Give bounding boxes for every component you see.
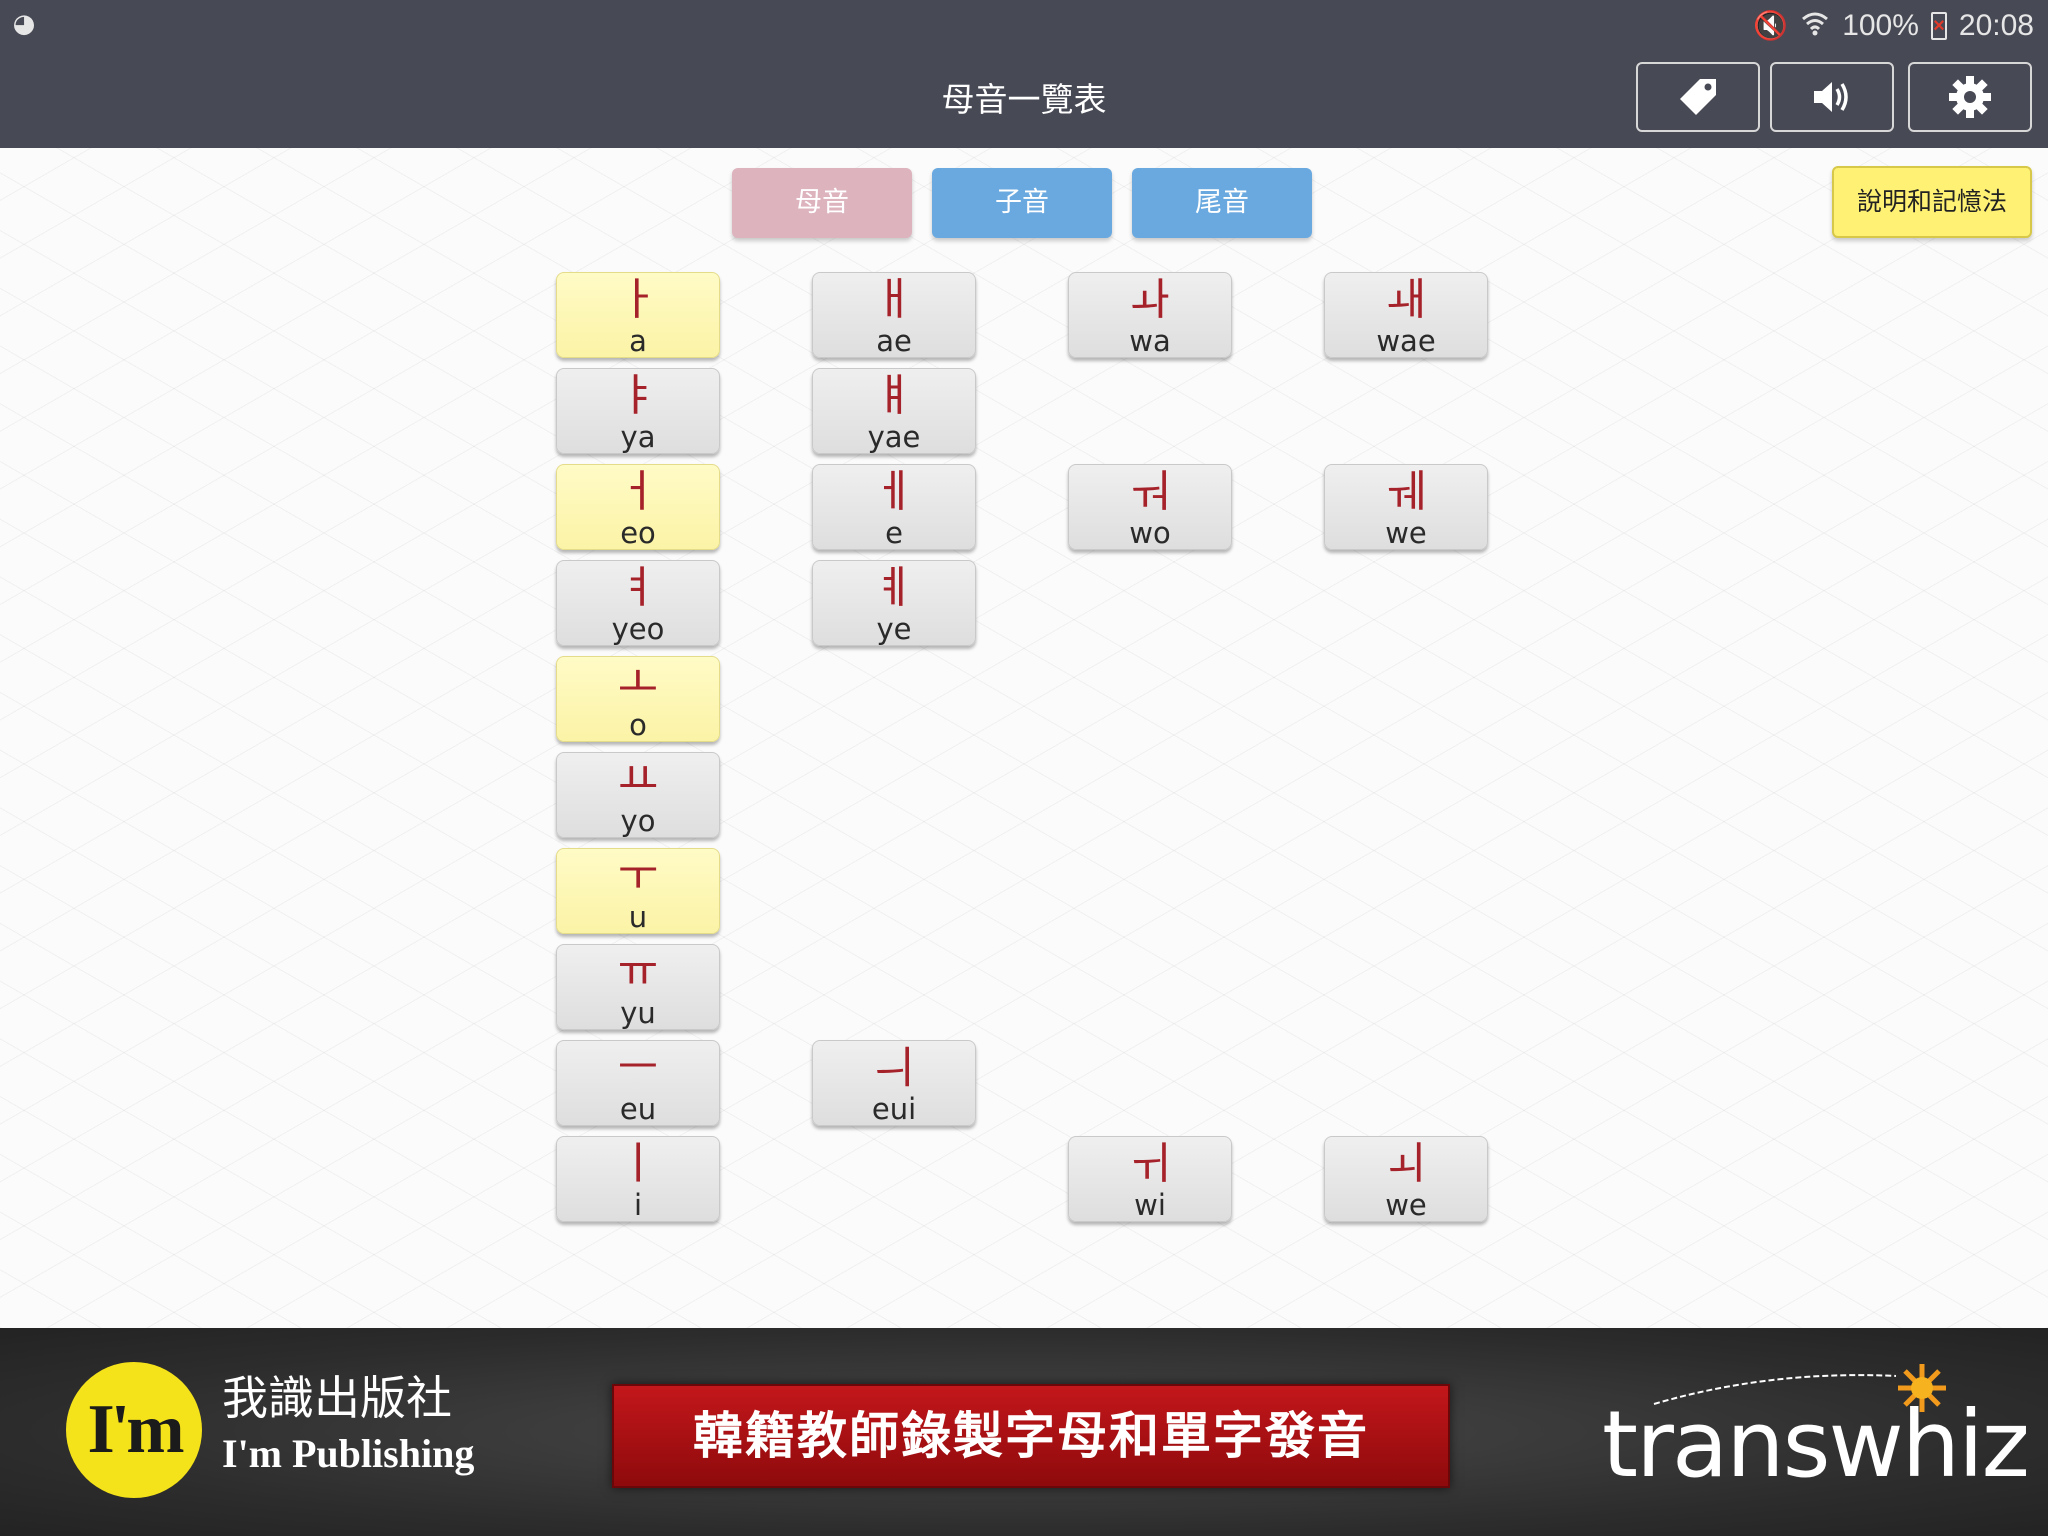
vowel-roman: yu [620,996,656,1030]
help-mnemonic-button[interactable]: 說明和記憶法 [1832,166,2032,238]
vowel-glyph: ㅘ [1129,274,1171,325]
status-bar: 🔇 100% 20:08 [1753,6,2034,46]
vowel-glyph: ㅓ [617,466,659,517]
sync-status-icon: ◕ [12,9,36,39]
page-title: 母音一覽表 [941,80,1107,119]
vowel-glyph: ㅖ [873,562,915,613]
sun-icon [1898,1364,1946,1412]
publisher-logo: I'm [66,1362,202,1498]
sound-button[interactable] [1770,62,1894,132]
vowel-glyph: ㅙ [1385,274,1427,325]
vowel-glyph: ㅢ [873,1042,915,1093]
vowel-glyph: ㅕ [617,562,659,613]
tab-vowels[interactable]: 母音 [732,168,912,238]
vowel-glyph: ㅟ [1129,1138,1171,1189]
gear-icon [1946,73,1994,121]
vowel-roman: ye [876,612,912,646]
publisher-name-cn: 我識出版社 [222,1371,452,1425]
vowel-roman: o [629,708,647,742]
vowel-glyph: ㅠ [617,946,659,997]
vowel-roman: eu [619,1092,657,1126]
vowel-glyph: ㅝ [1129,466,1171,517]
vowel-glyph: ㅛ [617,754,659,805]
publisher-logo-text: I'm [87,1391,185,1468]
mute-icon: 🔇 [1753,10,1789,41]
vowel-glyph: ㅏ [617,274,659,325]
clock: 20:08 [1958,9,2034,42]
vowel-glyph: ㅗ [617,658,659,709]
vowel-roman: yae [867,420,921,454]
top-bar: ◕ 🔇 100% 20:08 母音一覽表 [0,0,2048,148]
vowel-roman: wi [1134,1188,1166,1222]
battery-icon [1930,12,1947,40]
vowel-glyph: ㅔ [873,466,915,517]
vowel-roman: we [1385,1188,1427,1222]
vowel-roman: yeo [611,612,665,646]
vowel-roman: i [633,1188,643,1222]
vowel-roman: wa [1129,324,1171,358]
vowel-roman: eui [871,1092,917,1126]
vowel-roman: wae [1376,324,1436,358]
vowel-glyph: ㅚ [1385,1138,1427,1189]
vowel-roman: we [1385,516,1427,550]
vowel-roman: wo [1129,516,1171,550]
brand-swoosh-icon [1653,1374,1897,1405]
publisher-name-en: I'm Publishing [222,1431,475,1476]
settings-button[interactable] [1908,62,2032,132]
tab-consonants[interactable]: 子音 [932,168,1112,238]
tab-final-consonants[interactable]: 尾音 [1132,168,1312,238]
ad-banner[interactable]: I'm 我識出版社 I'm Publishing 韓籍教師錄製字母和單字發音 t… [0,1328,2048,1536]
battery-percent: 100% [1842,9,1919,42]
tag-icon [1674,73,1722,121]
wifi-icon [1800,8,1830,44]
vowel-glyph: ㅣ [617,1138,659,1189]
vowel-roman: u [628,900,648,934]
tag-button[interactable] [1636,62,1760,132]
vowel-roman: ya [620,420,656,454]
vowel-glyph: ㅒ [873,370,915,421]
vowel-roman: ae [876,324,912,358]
vowel-glyph: ㅜ [617,850,659,901]
vowel-glyph: ㅐ [873,274,915,325]
vowel-roman: eo [620,516,656,550]
vowel-glyph: ㅞ [1385,466,1427,517]
speaker-icon [1808,73,1856,121]
brand-logo: transwhiz [1602,1391,2030,1498]
vowel-roman: yo [620,804,656,838]
vowel-roman: a [629,324,647,358]
vowel-glyph: ㅑ [617,370,659,421]
vowel-glyph: ㅡ [617,1042,659,1093]
vowel-roman: e [885,516,903,550]
slogan-banner: 韓籍教師錄製字母和單字發音 [612,1384,1450,1488]
